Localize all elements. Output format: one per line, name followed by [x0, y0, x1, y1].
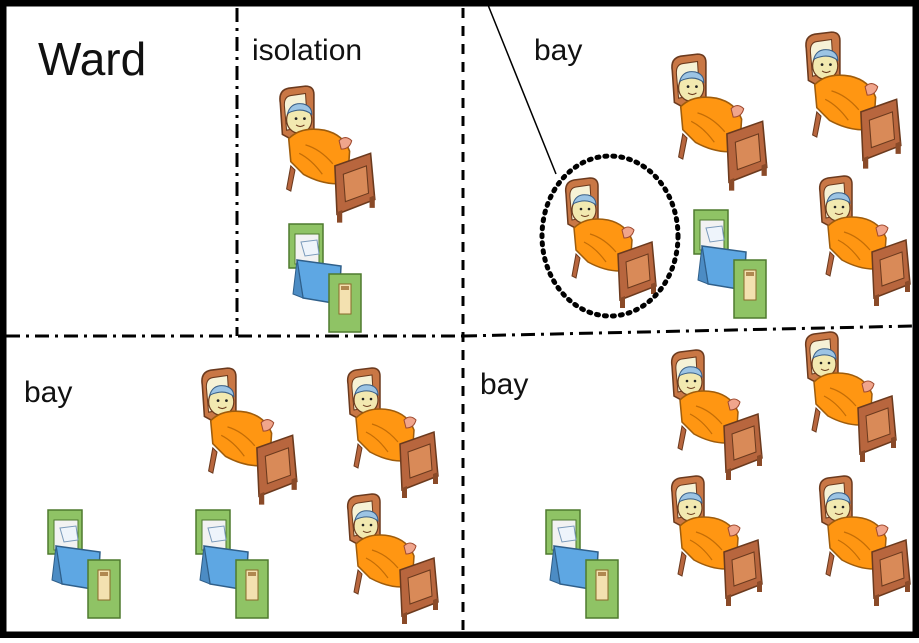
partition-lines: [6, 8, 914, 635]
room-label-bay-bottom-left: bay: [24, 376, 73, 409]
room-label-bay-bottom-right: bay: [480, 368, 529, 401]
dotted-highlight-circle: [539, 153, 681, 319]
horizontal-divider-right: [462, 324, 914, 338]
ward-title: Ward: [38, 33, 147, 85]
room-label-bay-top-right: bay: [534, 34, 583, 67]
room-bay-top-right: [539, 31, 911, 319]
room-label-isolation: isolation: [252, 34, 363, 67]
pointer-line: [485, 0, 557, 175]
